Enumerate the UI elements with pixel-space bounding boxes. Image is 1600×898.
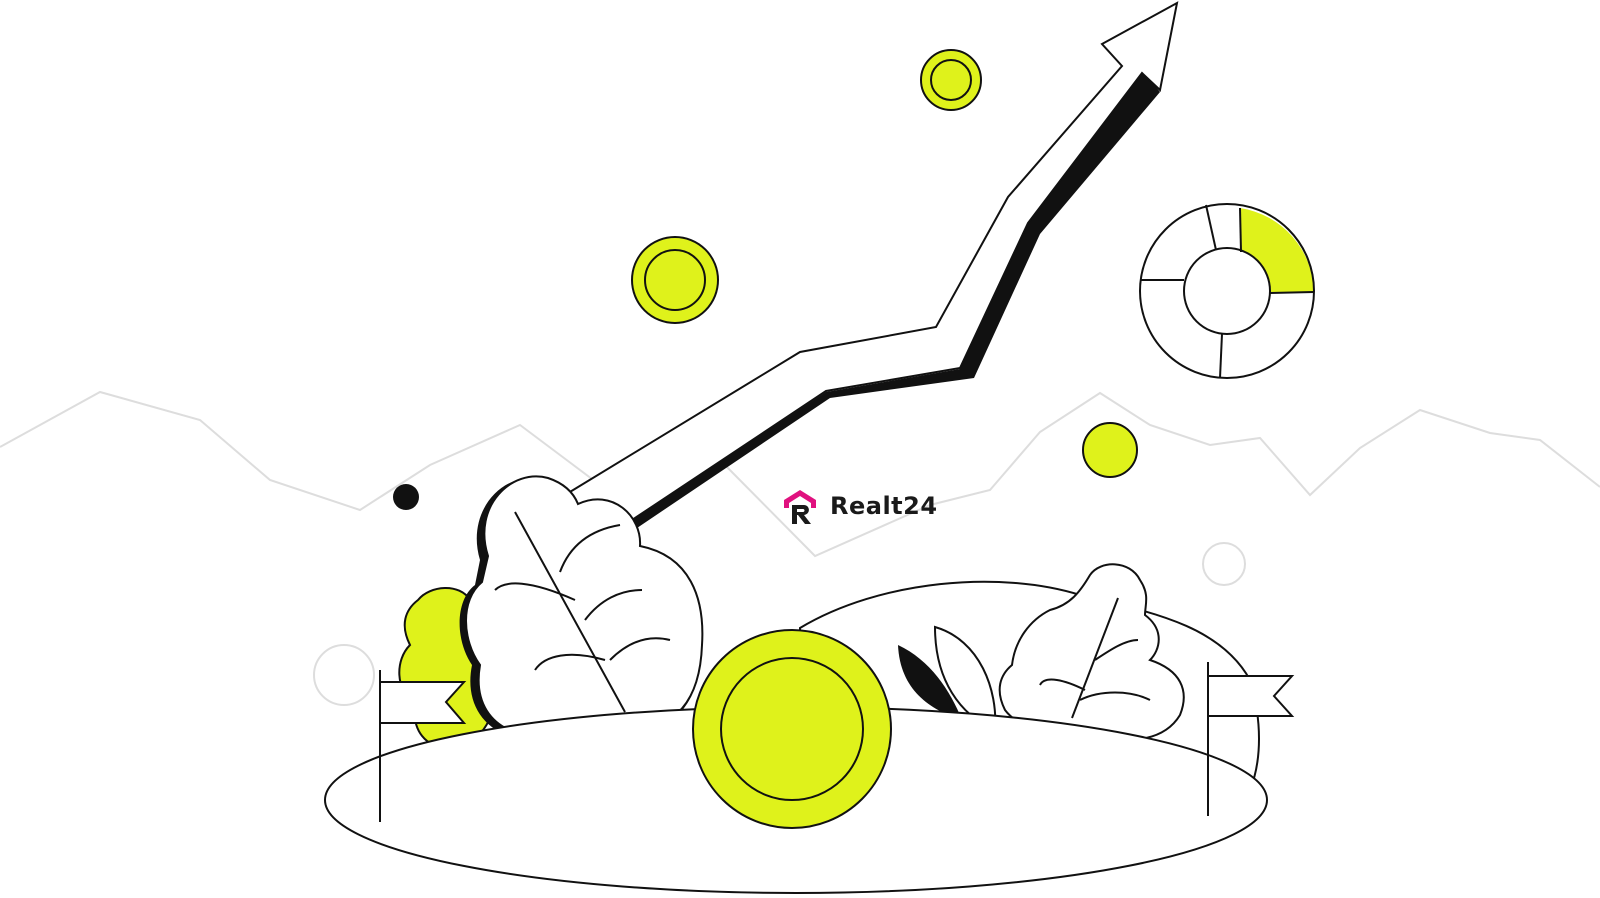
coin-icon bbox=[631, 236, 719, 324]
donut-chart-icon bbox=[1139, 203, 1315, 379]
coin-icon bbox=[920, 49, 982, 111]
dark-leaf bbox=[898, 645, 962, 720]
flag-icon bbox=[1207, 662, 1295, 816]
brand-name: Realt24 bbox=[830, 492, 938, 520]
faint-circle bbox=[313, 644, 375, 706]
leaf-icon bbox=[465, 475, 704, 737]
trend-arrow-icon bbox=[557, 1, 1179, 522]
flag-icon bbox=[379, 670, 467, 822]
black-dot bbox=[393, 484, 419, 510]
mountain-line bbox=[0, 390, 1600, 558]
faint-circle bbox=[1202, 542, 1246, 586]
leaf-veins bbox=[1039, 597, 1151, 719]
coin-icon bbox=[1082, 422, 1138, 478]
coin-icon bbox=[692, 629, 892, 829]
leaf-veins bbox=[494, 511, 671, 713]
brand-logo: Realt24 bbox=[780, 486, 938, 526]
logo-house-icon bbox=[784, 490, 816, 524]
